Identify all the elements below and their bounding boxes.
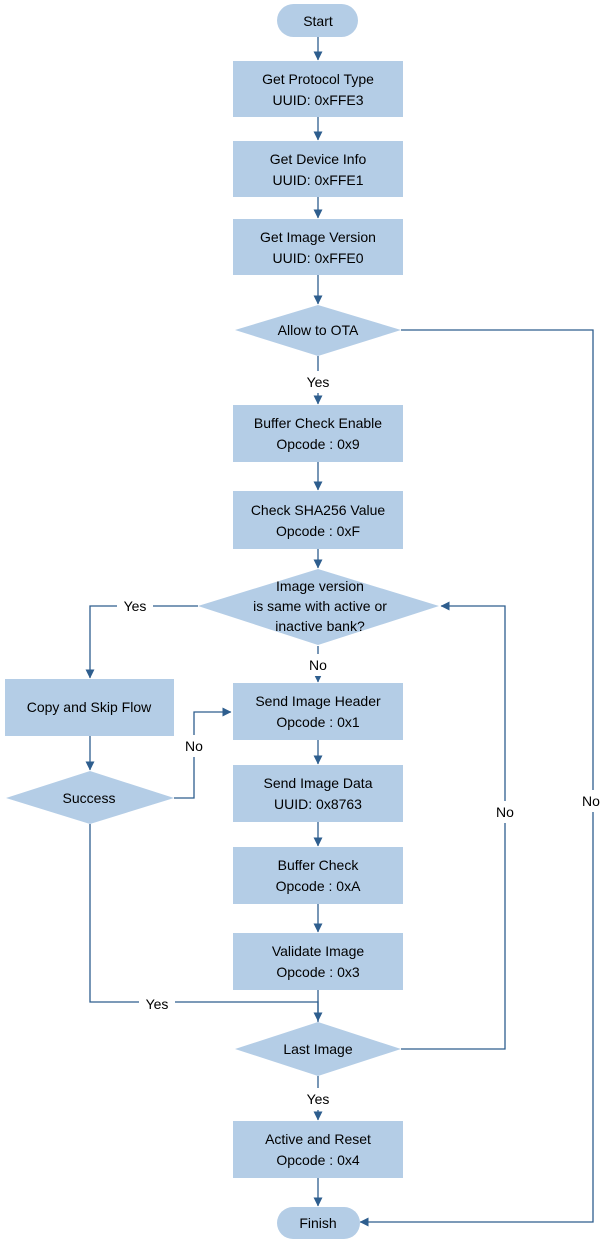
send-header-line-2: Opcode : 0x1 [276,714,359,730]
allow-yes-label: Yes [307,374,330,390]
get-image-version-line-1: Get Image Version [260,229,376,245]
active-reset-line-2: Opcode : 0x4 [276,1152,359,1168]
same-yes-label: Yes [124,598,147,614]
send-data-line-1: Send Image Data [264,775,373,791]
image-same-line-1: Image version [276,578,364,594]
node-get-device-info: Get Device Info UUID: 0xFFE1 [233,141,403,197]
last-yes-label: Yes [307,1091,330,1107]
decision-image-version-same: Image version is same with active or ina… [198,569,439,645]
decision-success: Success [6,771,174,824]
last-image-label: Last Image [283,1041,352,1057]
edge-last-no [401,601,506,1050]
validate-line-2: Opcode : 0x3 [276,964,359,980]
decision-last-image: Last Image [235,1022,401,1076]
image-same-line-2: is same with active or [253,598,387,614]
node-buffer-check-enable: Buffer Check Enable Opcode : 0x9 [233,405,403,462]
allow-to-ota-label: Allow to OTA [278,322,359,338]
edge-allow-no [359,329,594,1227]
get-image-version-line-2: UUID: 0xFFE0 [272,250,363,266]
buffer-enable-line-1: Buffer Check Enable [254,415,382,431]
connectors [85,37,594,1227]
success-label: Success [63,790,116,806]
buffer-check-line-2: Opcode : 0xA [276,878,361,894]
node-send-image-header: Send Image Header Opcode : 0x1 [233,683,403,740]
node-copy-and-skip-flow: Copy and Skip Flow [5,679,174,736]
node-check-sha256: Check SHA256 Value Opcode : 0xF [233,491,403,549]
get-protocol-line-1: Get Protocol Type [262,71,374,87]
buffer-enable-line-2: Opcode : 0x9 [276,436,359,452]
send-data-line-2: UUID: 0x8763 [274,796,362,812]
node-validate-image: Validate Image Opcode : 0x3 [233,933,403,990]
node-get-protocol-type: Get Protocol Type UUID: 0xFFE3 [233,61,403,117]
check-sha-line-1: Check SHA256 Value [251,502,386,518]
allow-no-label: No [582,793,600,809]
last-no-label: No [496,804,514,820]
success-yes-label: Yes [146,996,169,1012]
node-start: Start [277,4,358,37]
node-send-image-data: Send Image Data UUID: 0x8763 [233,765,403,822]
validate-line-1: Validate Image [272,943,365,959]
active-reset-line-1: Active and Reset [265,1131,371,1147]
decision-allow-to-ota: Allow to OTA [235,305,401,356]
check-sha-line-2: Opcode : 0xF [276,523,360,539]
image-same-line-3: inactive bank? [275,618,365,634]
edge-same-yes [85,605,198,679]
finish-label: Finish [299,1215,336,1231]
node-active-and-reset: Active and Reset Opcode : 0x4 [233,1121,403,1178]
node-finish: Finish [277,1207,360,1239]
send-header-line-1: Send Image Header [255,693,381,709]
edge-labels: Yes No Yes No No Yes No Yes [117,371,607,1110]
copy-skip-label: Copy and Skip Flow [27,699,152,715]
success-no-label: No [185,738,203,754]
get-device-line-1: Get Device Info [270,151,367,167]
node-buffer-check: Buffer Check Opcode : 0xA [233,847,403,904]
buffer-check-line-1: Buffer Check [278,857,360,873]
get-device-line-2: UUID: 0xFFE1 [272,172,363,188]
node-get-image-version: Get Image Version UUID: 0xFFE0 [233,219,403,275]
same-no-label: No [309,657,327,673]
get-protocol-line-2: UUID: 0xFFE3 [272,92,363,108]
start-label: Start [303,13,333,29]
